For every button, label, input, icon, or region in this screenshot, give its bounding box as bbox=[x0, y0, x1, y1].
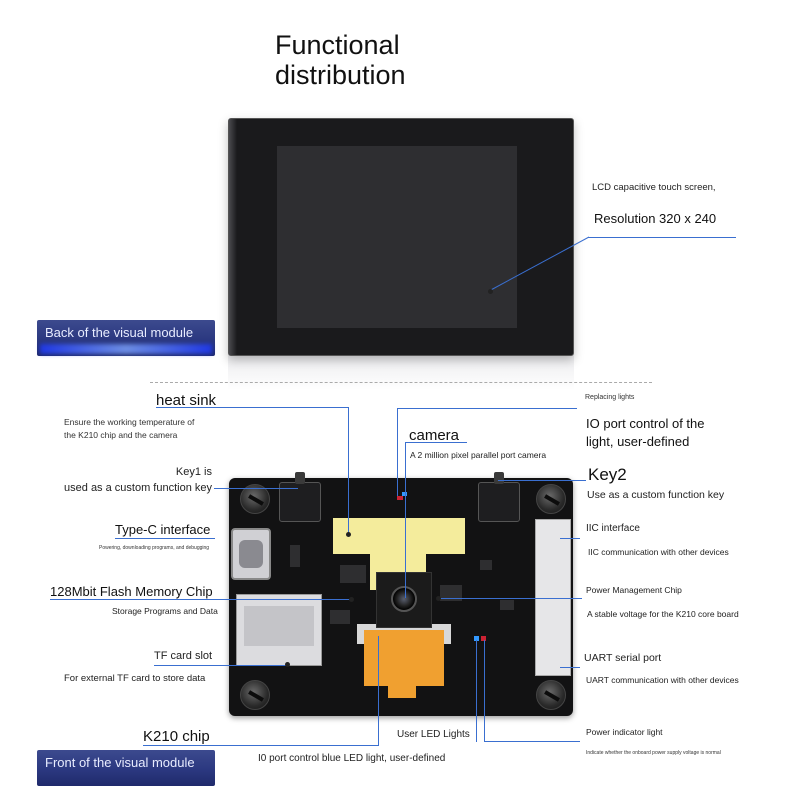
pmc-desc: A stable voltage for the K210 core board bbox=[587, 609, 739, 619]
lcd-label: LCD capacitive touch screen, bbox=[592, 182, 716, 193]
k210-leader-h bbox=[143, 745, 379, 746]
heat-sink-desc-2: the K210 chip and the camera bbox=[64, 430, 178, 440]
lcd-leader-dot bbox=[488, 289, 493, 294]
key2-cap bbox=[494, 472, 504, 484]
user-led-label: User LED Lights bbox=[397, 729, 470, 740]
key1-line-2: used as a custom function key bbox=[64, 482, 212, 494]
heat-sink-dot bbox=[346, 532, 351, 537]
replacing-lights-leader-h bbox=[397, 408, 577, 409]
lcd-leader-diag bbox=[488, 236, 590, 292]
power-management-chip bbox=[440, 585, 462, 601]
bottom-desc: I0 port control blue LED light, user-def… bbox=[258, 753, 446, 764]
screw-icon bbox=[240, 680, 270, 710]
camera-flex-cable bbox=[364, 630, 444, 686]
flash-desc: Storage Programs and Data bbox=[112, 606, 218, 616]
io-ctrl-line-2: light, user-defined bbox=[586, 434, 690, 449]
component bbox=[290, 545, 300, 567]
screw-icon bbox=[536, 680, 566, 710]
pmc-leader bbox=[438, 598, 582, 599]
iic-leader bbox=[560, 538, 580, 539]
flash-leader bbox=[50, 599, 350, 600]
tf-dot bbox=[285, 662, 290, 667]
screw-icon bbox=[240, 484, 270, 514]
back-module-label: Back of the visual module bbox=[45, 325, 194, 340]
io-ctrl-line-1: IO port control of the bbox=[586, 416, 705, 431]
user-led-leader bbox=[476, 640, 477, 742]
component bbox=[330, 610, 350, 624]
flash-label: 128Mbit Flash Memory Chip bbox=[50, 584, 213, 599]
user-led bbox=[474, 636, 479, 641]
lcd-resolution: Resolution 320 x 240 bbox=[594, 211, 717, 226]
typec-label: Type-C interface bbox=[115, 522, 211, 537]
page-title: Functional distribution bbox=[275, 30, 406, 90]
uart-leader bbox=[560, 667, 580, 668]
tf-card-slot-opening bbox=[244, 606, 314, 646]
heat-sink-label: heat sink bbox=[156, 392, 217, 409]
front-module-label: Front of the visual module bbox=[45, 755, 195, 770]
heat-sink-leader-v bbox=[348, 407, 349, 535]
power-led bbox=[481, 636, 486, 641]
typec-socket bbox=[239, 540, 263, 568]
section-divider bbox=[150, 382, 652, 383]
replacing-lights-leader-v bbox=[397, 408, 398, 496]
back-banner-glow bbox=[40, 344, 212, 354]
iic-label: IIC interface bbox=[586, 523, 640, 534]
k210-label: K210 chip bbox=[143, 728, 210, 745]
replace-light-led bbox=[397, 496, 403, 500]
key1-cap bbox=[295, 472, 305, 484]
key1-line-1: Key1 is bbox=[175, 466, 212, 478]
tf-label: TF card slot bbox=[154, 650, 213, 662]
key2-leader bbox=[498, 480, 586, 481]
typec-desc: Powering, downloading programs, and debu… bbox=[99, 545, 210, 551]
uart-desc: UART communication with other devices bbox=[586, 675, 739, 685]
title-line-2: distribution bbox=[275, 60, 406, 90]
uart-connector bbox=[535, 598, 571, 676]
heat-sink-leader-h bbox=[156, 407, 349, 408]
heat-sink-desc-1: Ensure the working temperature of bbox=[64, 417, 195, 427]
lcd-screen bbox=[277, 146, 517, 328]
pmc-label: Power Management Chip bbox=[586, 585, 682, 595]
key1-leader bbox=[214, 488, 298, 489]
power-led-leader-h bbox=[484, 741, 580, 742]
camera-leader-h bbox=[405, 442, 467, 443]
key2-label: Key2 bbox=[588, 465, 627, 484]
k210-leader-v bbox=[378, 636, 379, 746]
screw-icon bbox=[536, 484, 566, 514]
iic-connector bbox=[535, 519, 571, 601]
component bbox=[500, 600, 514, 610]
typec-port bbox=[231, 528, 271, 580]
tf-leader bbox=[154, 665, 286, 666]
uart-label: UART serial port bbox=[584, 652, 662, 664]
lcd-shadow bbox=[228, 350, 574, 390]
io-ctrl-label: IO port control of the light, user-defin… bbox=[586, 415, 705, 451]
pmc-dot bbox=[436, 596, 441, 601]
tf-desc: For external TF card to store data bbox=[64, 673, 206, 684]
replacing-lights-label: Replacing lights bbox=[585, 394, 635, 401]
camera-desc: A 2 million pixel parallel port camera bbox=[410, 450, 547, 460]
power-led-label: Power indicator light bbox=[586, 727, 663, 737]
camera-lens-icon bbox=[391, 586, 417, 612]
heat-sink-desc: Ensure the working temperature of the K2… bbox=[64, 416, 194, 442]
front-module-banner: Front of the visual module bbox=[37, 750, 215, 786]
replace-light-led bbox=[402, 492, 407, 496]
flash-chip bbox=[340, 565, 366, 583]
camera-leader-v bbox=[405, 442, 406, 598]
flash-dot bbox=[349, 597, 354, 602]
key2-button bbox=[478, 482, 520, 522]
camera-label: camera bbox=[409, 427, 460, 444]
typec-leader bbox=[115, 538, 215, 539]
iic-desc: IIC communication with other devices bbox=[588, 547, 729, 557]
power-led-leader-v bbox=[484, 640, 485, 742]
power-led-desc: Indicate whether the onboard power suppl… bbox=[586, 750, 721, 756]
key1-label: Key1 is used as a custom function key bbox=[40, 464, 212, 496]
component bbox=[480, 560, 492, 570]
camera-flex-tail bbox=[388, 684, 416, 698]
lcd-leader-h bbox=[588, 237, 736, 238]
title-line-1: Functional bbox=[275, 30, 400, 60]
key2-desc: Use as a custom function key bbox=[587, 489, 725, 501]
